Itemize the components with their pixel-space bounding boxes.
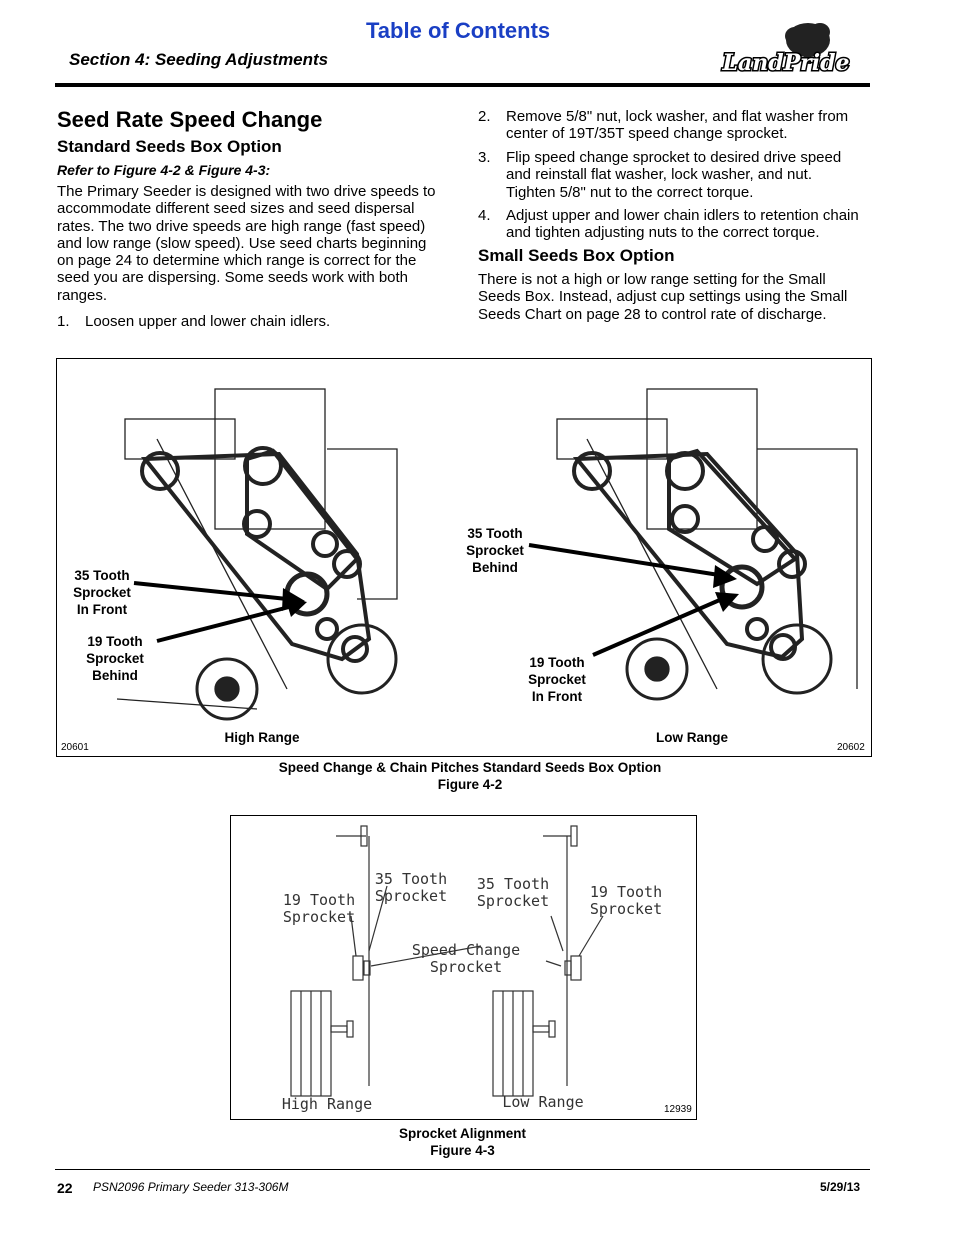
step-2: 2. Remove 5/8" nut, lock washer, and fla… <box>478 108 849 143</box>
drawing-code-right: 20602 <box>837 742 865 753</box>
sprocket-alignment-illustration <box>290 825 604 1097</box>
intro-paragraph: The Primary Seeder is designed with two … <box>57 183 436 304</box>
step-3: 3. Flip speed change sprocket to desired… <box>478 149 842 201</box>
drawing-code: 12939 <box>664 1104 692 1115</box>
page-heading: Seed Rate Speed Change <box>57 107 323 132</box>
standard-seeds-heading: Standard Seeds Box Option <box>57 137 282 156</box>
seeder-drive-illustration <box>116 388 858 721</box>
small-seeds-heading: Small Seeds Box Option <box>478 246 675 265</box>
page-number: 22 <box>57 1180 73 1196</box>
figure-reference: Refer to Figure 4-2 & Figure 4-3: <box>57 162 271 178</box>
figure-4-3-caption: Sprocket Alignment Figure 4-3 <box>398 1126 527 1158</box>
step-4: 4. Adjust upper and lower chain idlers t… <box>478 207 859 242</box>
figure-4-2-caption: Speed Change & Chain Pitches Standard Se… <box>278 760 662 792</box>
svg-text:LandPride: LandPride <box>722 50 850 76</box>
table-of-contents-link[interactable]: Table of Contents <box>366 18 551 43</box>
section-title: Section 4: Seeding Adjustments <box>69 50 329 69</box>
small-seeds-paragraph: There is not a high or low range setting… <box>478 271 848 323</box>
high-range-label: High Range <box>281 1095 373 1113</box>
low-range-caption: Low Range <box>655 730 728 745</box>
high-range-caption: High Range <box>224 730 300 745</box>
revision-date: 5/29/13 <box>820 1180 861 1194</box>
document-id: PSN2096 Primary Seeder 313-306M <box>93 1180 289 1194</box>
footer-rule <box>55 1169 870 1170</box>
header-rule <box>55 83 870 87</box>
low-range-label: Low Range <box>502 1093 584 1111</box>
land-pride-logo: LandPride <box>720 23 851 78</box>
drawing-code-left: 20601 <box>61 742 89 753</box>
step-1: 1. Loosen upper and lower chain idlers. <box>57 313 331 330</box>
